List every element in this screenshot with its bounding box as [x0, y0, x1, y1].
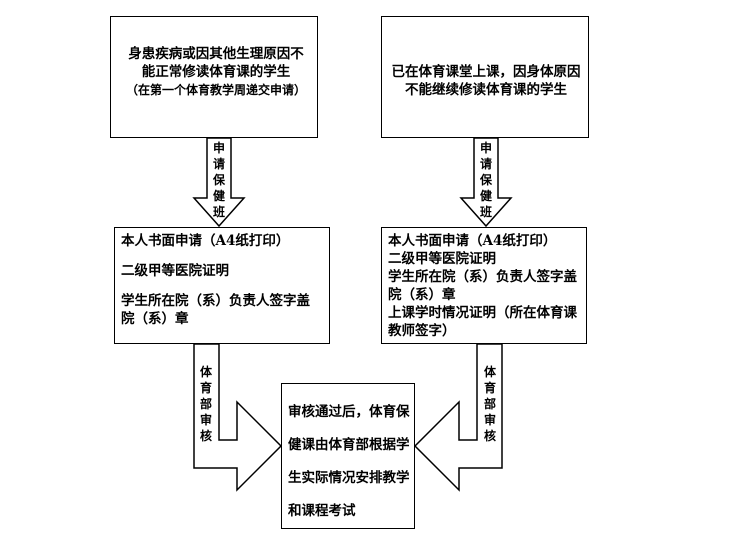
top-left-line2: 能正常修读体育课的学生	[141, 64, 291, 80]
apply-label-left: 申 请 保 健 班	[212, 141, 225, 219]
top-right-box: 已在体育课堂上课，因身体原因 不能继续修读体育课的学生	[381, 16, 589, 138]
mid-right-line5: 上课学时情况证明（所在体育课	[388, 305, 577, 321]
bottom-line2: 健课由体育部根据学	[288, 437, 410, 453]
mid-right-line6: 教师签字）	[388, 323, 456, 339]
mid-left-line2: 二级甲等医院证明	[121, 263, 229, 279]
mid-right-line1: 本人书面申请（A4纸打印）	[388, 233, 557, 249]
mid-left-line4: 院（系）章	[121, 311, 189, 327]
top-left-box: 身患疾病或因其他生理原因不 能正常修读体育课的学生 （在第一个体育教学周递交申请…	[110, 16, 318, 138]
top-left-note: （在第一个体育教学周递交申请）	[125, 83, 306, 97]
mid-left-line1: 本人书面申请（A4纸打印）	[121, 233, 290, 249]
review-label-right: 体 育 部 审 核	[483, 365, 496, 443]
mid-left-line3: 学生所在院（系）负责人签字盖	[121, 293, 310, 309]
top-right-line2: 不能继续修读体育课的学生	[405, 82, 567, 98]
bottom-line3: 生实际情况安排教学	[288, 470, 410, 486]
right-down-arrow	[459, 137, 513, 228]
left-down-arrow	[192, 137, 246, 228]
bottom-line4: 和课程考试	[288, 503, 356, 519]
mid-right-line2: 二级甲等医院证明	[388, 251, 496, 267]
mid-left-box: 本人书面申请（A4纸打印） 二级甲等医院证明 学生所在院（系）负责人签字盖 院（…	[114, 227, 330, 344]
bottom-line1: 审核通过后，体育保	[288, 404, 410, 420]
top-left-line1: 身患疾病或因其他生理原因不	[128, 46, 304, 62]
review-label-left: 体 育 部 审 核	[199, 365, 212, 443]
right-bent-arrow	[413, 343, 503, 492]
mid-right-line3: 学生所在院（系）负责人签字盖	[388, 269, 577, 285]
apply-label-right: 申 请 保 健 班	[479, 141, 492, 219]
mid-right-box: 本人书面申请（A4纸打印） 二级甲等医院证明 学生所在院（系）负责人签字盖 院（…	[381, 227, 587, 344]
top-right-line1: 已在体育课堂上课，因身体原因	[391, 64, 581, 80]
left-bent-arrow	[193, 343, 283, 492]
mid-right-line4: 院（系）章	[388, 287, 456, 303]
bottom-box: 审核通过后，体育保 健课由体育部根据学 生实际情况安排教学 和课程考试	[281, 383, 415, 529]
